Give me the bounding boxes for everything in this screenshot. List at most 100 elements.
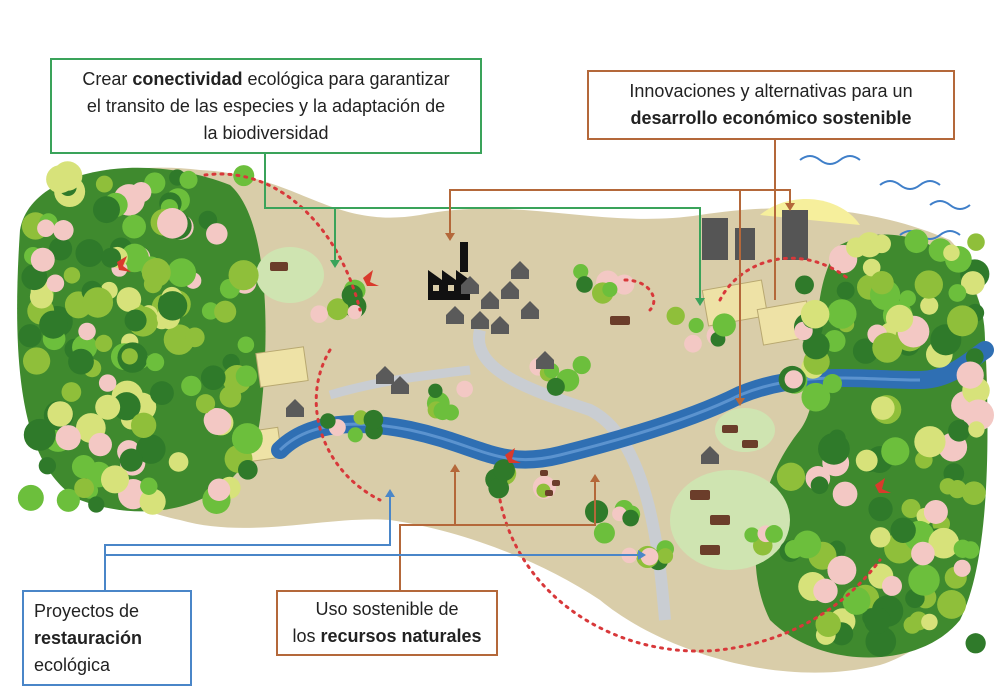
tree-icon — [813, 578, 838, 604]
tree-icon — [904, 229, 929, 254]
tree-icon — [948, 480, 967, 499]
tree-icon — [22, 347, 51, 375]
tree-icon — [585, 500, 609, 524]
tree-icon — [235, 365, 258, 387]
tree-icon — [74, 478, 95, 498]
tree-icon — [573, 264, 589, 280]
tree-icon — [868, 496, 893, 522]
tree-icon — [862, 258, 881, 277]
tree-icon — [122, 214, 146, 239]
tree-icon — [237, 336, 255, 354]
connectivity-line3: la biodiversidad — [203, 123, 329, 143]
tree-icon — [684, 334, 702, 353]
tree-icon — [801, 382, 831, 412]
tree-icon — [948, 284, 967, 302]
tree-icon — [872, 234, 891, 254]
tree-icon — [433, 401, 452, 421]
tree-icon — [428, 383, 443, 399]
tree-icon — [852, 338, 879, 364]
tree-icon — [231, 423, 263, 455]
tree-icon — [136, 434, 166, 464]
tree-icon — [88, 496, 105, 513]
connector-innovation — [449, 140, 791, 400]
tree-icon — [890, 517, 916, 544]
tree-icon — [56, 488, 80, 512]
tree-icon — [233, 165, 255, 187]
tree-icon — [48, 237, 73, 261]
tree-icon — [157, 208, 188, 239]
sustainable-use-line1: Uso sostenible de — [315, 599, 459, 619]
connector-sustainable-use — [399, 470, 596, 590]
tree-icon — [219, 385, 242, 408]
bird-icon — [117, 256, 891, 493]
tree-icon — [822, 374, 842, 394]
house-group — [286, 261, 719, 464]
pasture-mid — [715, 408, 775, 452]
tree-icon — [95, 394, 121, 420]
tree-icon — [593, 522, 615, 544]
pasture-left — [256, 247, 324, 303]
tree-icon — [181, 375, 202, 397]
sustainable-use-line2-bold: recursos naturales — [320, 626, 482, 646]
house-icon — [511, 261, 529, 279]
tree-icon — [908, 564, 940, 596]
tree-icon — [140, 477, 158, 495]
house-icon — [501, 281, 519, 299]
tree-icon — [836, 281, 855, 300]
tree-icon — [576, 276, 593, 293]
tree-icon — [948, 419, 970, 442]
tree-icon — [572, 355, 591, 375]
tree-icon — [622, 509, 639, 527]
tree-icon — [139, 488, 166, 515]
tree-icon — [88, 432, 112, 457]
factory-icon — [428, 242, 470, 300]
tree-icon — [207, 478, 231, 502]
tree-icon — [206, 223, 228, 245]
tree-icon — [712, 313, 736, 337]
connector-restoration — [104, 495, 640, 590]
innovation-line2-bold: desarrollo económico sostenible — [630, 108, 912, 128]
tree-icon — [881, 575, 902, 596]
tree-icon — [870, 527, 891, 548]
tree-icon — [602, 281, 618, 298]
house-icon — [521, 301, 539, 319]
tree-icon — [150, 381, 174, 406]
tree-icon — [363, 409, 384, 430]
tree-icon — [881, 437, 910, 466]
tree-icon — [810, 476, 829, 495]
tree-icon — [146, 353, 165, 372]
tree-icon — [968, 421, 985, 438]
road-side — [328, 365, 471, 400]
tree-icon — [347, 304, 362, 320]
tree-icon — [78, 322, 96, 341]
tree-icon — [456, 380, 473, 398]
tree-icon — [965, 633, 986, 654]
house-icon — [286, 399, 304, 417]
tree-icon — [228, 260, 259, 291]
tree-icon — [614, 274, 635, 295]
tree-icon — [310, 305, 328, 323]
tree-icon — [911, 541, 935, 566]
tree-icon — [899, 290, 916, 307]
tree-icon — [46, 165, 75, 194]
tree-icon — [842, 586, 871, 615]
tree-icon — [167, 258, 197, 288]
tree-group — [17, 161, 995, 657]
tree-icon — [120, 243, 149, 273]
connectivity-line1-pre: Crear — [82, 69, 133, 89]
tree-icon — [82, 287, 114, 318]
tree-icon — [112, 392, 141, 421]
tree-icon — [320, 413, 336, 429]
cattle-icon — [270, 262, 758, 555]
tree-icon — [855, 449, 878, 472]
tree-icon — [119, 448, 143, 472]
connectivity-line1-post: ecológica para garantizar — [242, 69, 450, 89]
tree-icon — [688, 317, 704, 333]
tree-icon — [195, 394, 216, 414]
innovation-line1: Innovaciones y alternativas para un — [629, 81, 913, 101]
restoration-line2-bold: restauración — [34, 628, 143, 648]
restoration-line1: Proyectos de — [34, 601, 140, 621]
tree-icon — [885, 304, 914, 333]
tree-icon — [214, 300, 237, 323]
tree-icon — [63, 267, 81, 284]
